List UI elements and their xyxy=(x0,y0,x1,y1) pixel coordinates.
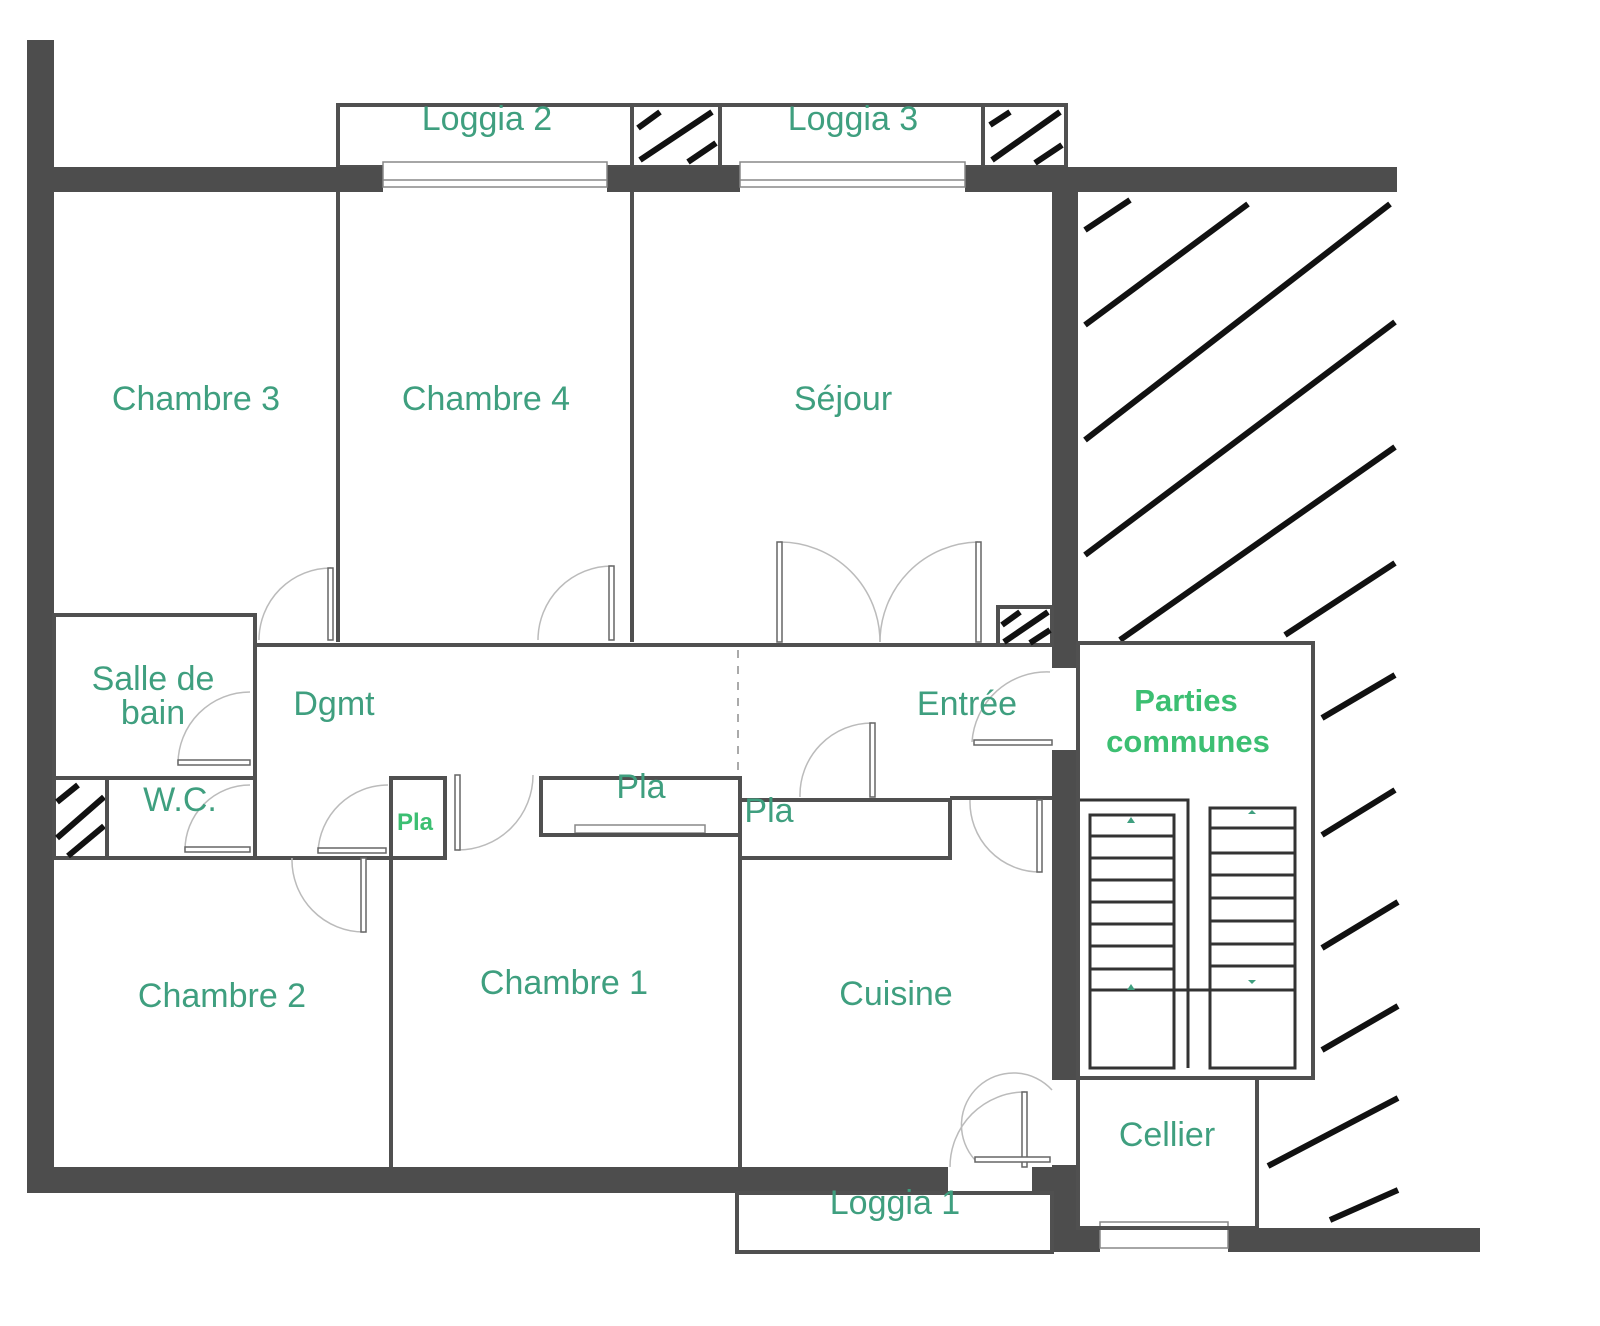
room-label-salle-de-bain-line1: Salle de xyxy=(92,660,215,698)
room-label-sejour: Séjour xyxy=(794,380,892,418)
room-label-chambre-1: Chambre 1 xyxy=(480,964,648,1002)
room-label-pla-small: Pla xyxy=(397,809,434,836)
room-labels: Chambre 3 Chambre 4 Séjour Salle de bain… xyxy=(92,380,1270,1222)
room-label-chambre-2: Chambre 2 xyxy=(138,977,306,1015)
doors xyxy=(177,541,1053,1168)
room-label-loggia-3: Loggia 3 xyxy=(788,100,918,138)
room-label-dgmt: Dgmt xyxy=(293,685,375,723)
hatched-duct-wc xyxy=(55,778,109,859)
staircase xyxy=(1080,798,1297,1070)
room-label-pla-center: Pla xyxy=(616,768,665,806)
loggia-3: Loggia 3 xyxy=(718,100,985,169)
room-label-parties-communes-line2: communes xyxy=(1106,724,1270,759)
loggia-2: Loggia 2 xyxy=(336,100,634,169)
room-label-cellier: Cellier xyxy=(1119,1116,1215,1154)
room-label-loggia-1: Loggia 1 xyxy=(830,1184,960,1222)
outer-walls xyxy=(27,40,1480,1252)
hatched-area-right xyxy=(1083,197,1400,1223)
hatched-duct-entree xyxy=(996,605,1054,647)
room-label-chambre-4: Chambre 4 xyxy=(402,380,570,418)
windows xyxy=(382,161,1229,1249)
hatched-void-2 xyxy=(981,103,1068,169)
room-label-wc: W.C. xyxy=(143,781,217,819)
room-label-cuisine: Cuisine xyxy=(839,975,952,1013)
room-label-salle-de-bain-line2: bain xyxy=(121,694,185,732)
room-label-parties-communes-line1: Parties xyxy=(1134,683,1237,718)
room-label-loggia-2: Loggia 2 xyxy=(422,100,552,138)
room-label-chambre-3: Chambre 3 xyxy=(112,380,280,418)
room-label-pla-right: Pla xyxy=(744,792,793,830)
hatched-void-1 xyxy=(630,103,722,169)
interior-walls xyxy=(52,192,1315,1254)
room-label-entree: Entrée xyxy=(917,685,1017,723)
